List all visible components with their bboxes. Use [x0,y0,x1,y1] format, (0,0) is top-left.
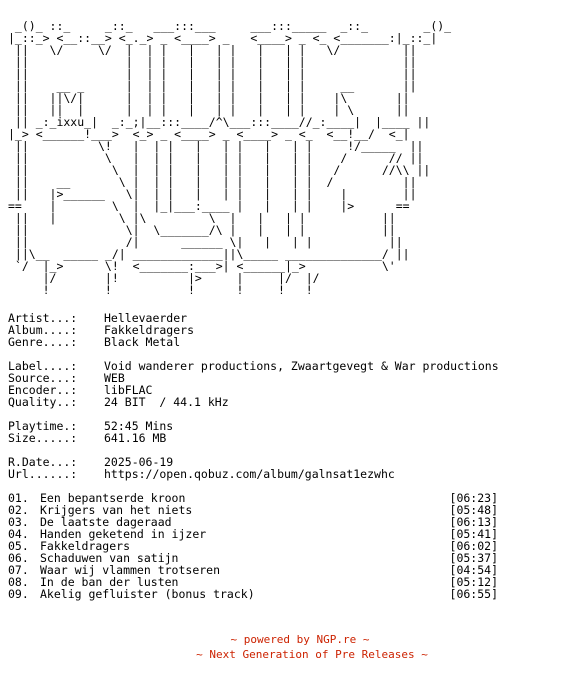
info-key: Quality..: [8,395,78,409]
tracklist: 01. Een bepantserde kroon [06:23] 02. Kr… [8,492,498,600]
label-value: Void wanderer productions, Zwaartgevegt … [104,359,499,373]
track-duration: [05:41] [449,527,498,541]
track-title: Akelig gefluister (bonus track) [40,587,255,601]
info-row-size: Size.....: 641.16 MB [8,432,499,444]
info-row-album: Album....: Fakkeldragers [8,324,499,336]
track-row: 07. Waar wij vlammen trotseren [04:54] [8,564,498,576]
track-row: 09. Akelig gefluister (bonus track) [06:… [8,588,498,600]
info-key: Playtime.: [8,419,78,433]
info-row-quality: Quality..: 24 BIT / 44.1 kHz [8,396,499,408]
track-number: 09. [8,587,29,601]
spacer [8,408,499,420]
track-row: 01. Een bepantserde kroon [06:23] [8,492,498,504]
release-info: Artist...: Hellevaerder Album....: Fakke… [8,312,499,480]
track-duration: [05:37] [449,551,498,565]
track-duration: [06:02] [449,539,498,553]
genre-value: Black Metal [104,335,181,349]
info-key: Genre....: [8,335,78,349]
track-title: De laatste dageraad [40,515,172,529]
track-row: 02. Krijgers van het niets [05:48] [8,504,498,516]
track-title: Een bepantserde kroon [40,491,186,505]
track-row: 05. Fakkeldragers [06:02] [8,540,498,552]
info-key: R.Date...: [8,455,78,469]
info-row-playtime: Playtime.: 52:45 Mins [8,420,499,432]
track-row: 03. De laatste dageraad [06:13] [8,516,498,528]
track-title: Handen geketend in ijzer [40,527,207,541]
track-duration: [06:55] [449,587,498,601]
playtime-value: 52:45 Mins [104,419,174,433]
track-duration: [04:54] [449,563,498,577]
footer-powered-by: ~ powered by NGP.re ~ [230,633,370,646]
track-row: 08. In de ban der lusten [05:12] [8,576,498,588]
info-key: Label....: [8,359,78,373]
url-value: https://open.qobuz.com/album/galnsat1ezw… [104,467,395,481]
size-value: 641.16 MB [104,431,167,445]
track-title: Fakkeldragers [40,539,131,553]
info-row-encoder: Encoder..: libFLAC [8,384,499,396]
track-duration: [05:12] [449,575,498,589]
info-key: Album....: [8,323,78,337]
track-number: 02. [8,503,29,517]
info-row-release-date: R.Date...: 2025-06-19 [8,456,499,468]
track-duration: [05:48] [449,503,498,517]
info-key: Size.....: [8,431,78,445]
track-row: 06. Schaduwen van satijn [05:37] [8,552,498,564]
info-row-url: Url......: https://open.qobuz.com/album/… [8,468,499,480]
info-row-artist: Artist...: Hellevaerder [8,312,499,324]
footer-tagline: ~ Next Generation of Pre Releases ~ [196,648,428,661]
track-number: 03. [8,515,29,529]
source-value: WEB [104,371,125,385]
track-title: In de ban der lusten [40,575,179,589]
track-duration: [06:23] [449,491,498,505]
info-key: Url......: [8,467,78,481]
track-title: Krijgers van het niets [40,503,193,517]
ascii-art-logo: _()_ ::_ _::_ ___:::___ ___:::_____ _::_… [8,19,452,297]
info-key: Source...: [8,371,78,385]
track-number: 01. [8,491,29,505]
track-duration: [06:13] [449,515,498,529]
info-row-genre: Genre....: Black Metal [8,336,499,348]
info-key: Encoder..: [8,383,78,397]
track-title: Schaduwen van satijn [40,551,179,565]
track-number: 07. [8,563,29,577]
release-date-value: 2025-06-19 [104,455,174,469]
spacer [8,444,499,456]
track-number: 08. [8,575,29,589]
track-number: 06. [8,551,29,565]
track-number: 04. [8,527,29,541]
info-row-source: Source...: WEB [8,372,499,384]
encoder-value: libFLAC [104,383,153,397]
info-row-label: Label....: Void wanderer productions, Zw… [8,360,499,372]
track-number: 05. [8,539,29,553]
quality-value: 24 BIT / 44.1 kHz [104,395,229,409]
track-row: 04. Handen geketend in ijzer [05:41] [8,528,498,540]
track-title: Waar wij vlammen trotseren [40,563,221,577]
artist-value: Hellevaerder [104,311,188,325]
album-value: Fakkeldragers [104,323,195,337]
info-key: Artist...: [8,311,78,325]
